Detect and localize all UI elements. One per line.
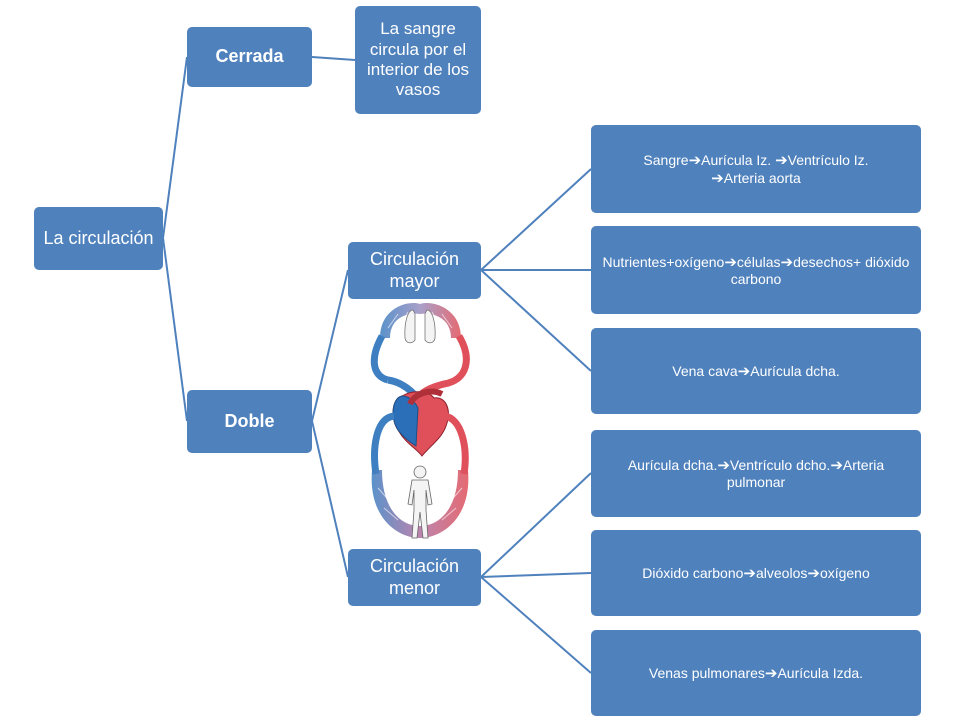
step-text: alveolos	[755, 565, 808, 581]
mayor-step-1: Sangre➔Aurícula Iz. ➔Ventrículo Iz. ➔Art…	[591, 125, 921, 213]
connector-root-cerrada	[162, 56, 188, 239]
circulacion-mayor-node: Circulación mayor	[348, 242, 481, 299]
connector-menor-2	[480, 572, 592, 578]
right-arrow-icon: ➔	[717, 456, 730, 475]
cerrada-node: Cerrada	[187, 27, 312, 87]
right-arrow-icon: ➔	[688, 151, 702, 169]
right-arrow-icon: ➔	[711, 169, 724, 187]
connector-cerrada-description	[311, 56, 356, 61]
menor-step-3: Venas pulmonares➔Aurícula Izda.	[591, 630, 921, 716]
right-arrow-icon: ➔	[830, 456, 843, 475]
step-text: Sangre	[643, 152, 689, 168]
doble-label: Doble	[224, 410, 275, 431]
lungs-shape	[404, 309, 436, 344]
mayor-step-3: Vena cava➔Aurícula dcha.	[591, 328, 921, 414]
root-label: La circulación	[43, 227, 154, 248]
connector-doble-menor	[311, 420, 349, 578]
step-text: células	[736, 253, 781, 270]
menor-step-2: Dióxido carbono➔alveolos➔oxígeno	[591, 530, 921, 616]
step-text: Vena cava	[672, 363, 738, 379]
body-capillaries	[371, 470, 469, 538]
connector-mayor-1	[480, 168, 592, 271]
step-text: Nutrientes+oxígeno	[602, 253, 725, 270]
menor-step-1: Aurícula dcha.➔Ventrículo dcho.➔Arteria …	[591, 430, 921, 517]
cerrada-description-node: La sangre circula por el interior de los…	[355, 6, 481, 114]
connector-menor-1	[480, 472, 592, 578]
lung-capillaries	[380, 303, 461, 338]
circulatory-system-illustration	[370, 303, 470, 539]
circulacion-menor-node: Circulación menor	[348, 549, 481, 606]
right-arrow-icon: ➔	[743, 564, 756, 582]
step-text: Aurícula Iz.	[701, 152, 776, 168]
right-arrow-icon: ➔	[764, 664, 778, 682]
connector-menor-3	[480, 576, 592, 674]
doble-node: Doble	[187, 390, 312, 453]
step-text: Arteria aorta	[723, 170, 801, 186]
right-arrow-icon: ➔	[737, 362, 751, 380]
cerrada-label: Cerrada	[215, 46, 284, 67]
step-text: Arteria pulmonar	[726, 457, 885, 491]
mayor-step-2: Nutrientes+oxígeno➔células➔desechos+ dió…	[591, 226, 921, 314]
step-text: Aurícula dcha.	[750, 363, 840, 379]
step-text: Ventrículo dcho.	[729, 457, 831, 474]
step-text: Aurícula Izda.	[777, 665, 864, 681]
step-text: Venas pulmonares	[648, 665, 765, 681]
cerrada-description: La sangre circula por el interior de los…	[366, 19, 470, 100]
circulacion-menor-label: Circulación menor	[369, 555, 460, 598]
right-arrow-icon: ➔	[780, 252, 794, 271]
right-arrow-icon: ➔	[724, 252, 737, 271]
circulacion-mayor-label: Circulación mayor	[369, 248, 460, 291]
right-arrow-icon: ➔	[775, 151, 788, 169]
step-text: oxígeno	[819, 565, 870, 581]
human-figure-icon	[407, 465, 433, 539]
connector-root-doble	[162, 237, 188, 422]
connector-mayor-3	[480, 269, 592, 372]
connector-doble-mayor	[311, 269, 349, 422]
step-text: desechos+ dióxido carbono	[730, 253, 910, 287]
root-node: La circulación	[34, 207, 163, 270]
step-text: Ventrículo Iz.	[787, 152, 869, 168]
step-text: Aurícula dcha.	[627, 457, 718, 474]
step-text: Dióxido carbono	[642, 565, 744, 581]
right-arrow-icon: ➔	[807, 564, 820, 582]
